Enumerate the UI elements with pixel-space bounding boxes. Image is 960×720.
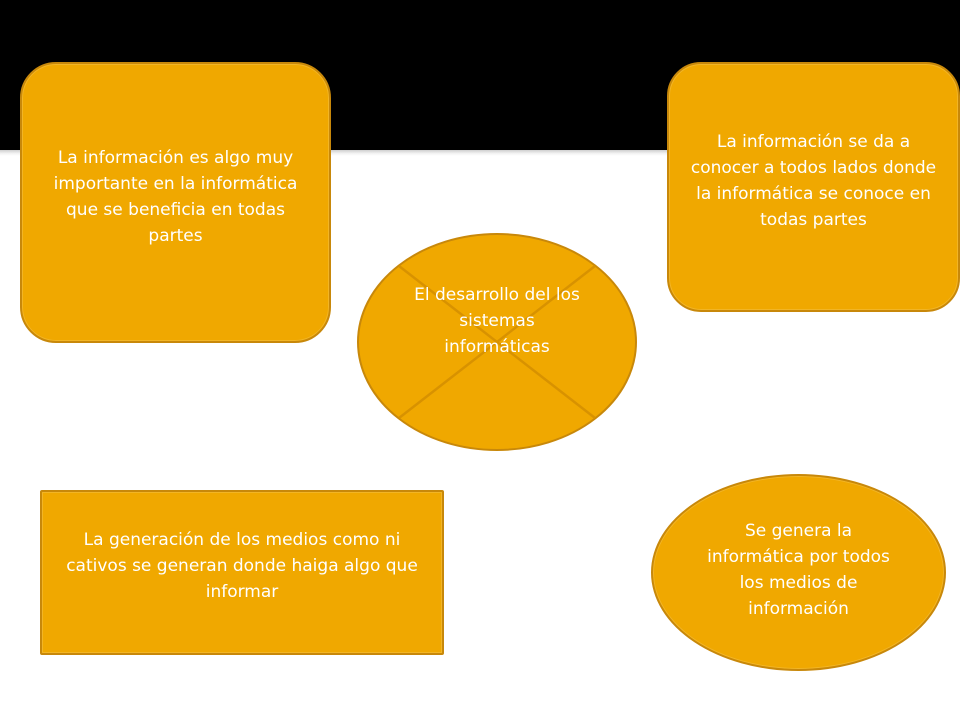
- top-left-box-text: La información es algo muy importante en…: [53, 147, 298, 246]
- center-ellipse-text: El desarrollo del los sistemas informáti…: [414, 285, 580, 357]
- top-left-rounded-box: La información es algo muy importante en…: [20, 62, 331, 343]
- top-right-box-text: La información se da a conocer a todos l…: [690, 132, 937, 230]
- bottom-right-ellipse: Se genera la informática por todos los m…: [651, 474, 946, 671]
- header-divider: [0, 150, 960, 156]
- center-ellipse-shape: [357, 233, 637, 451]
- cross-line-b: [398, 265, 596, 419]
- top-right-rounded-box: La información se da a conocer a todos l…: [667, 62, 960, 312]
- bottom-right-ellipse-text: Se genera la informática por todos los m…: [707, 520, 890, 619]
- bottom-left-box: La generación de los medios como ni cati…: [40, 490, 444, 655]
- bottom-left-box-text: La generación de los medios como ni cati…: [66, 529, 418, 602]
- center-ellipse: El desarrollo del los sistemas informáti…: [356, 232, 638, 452]
